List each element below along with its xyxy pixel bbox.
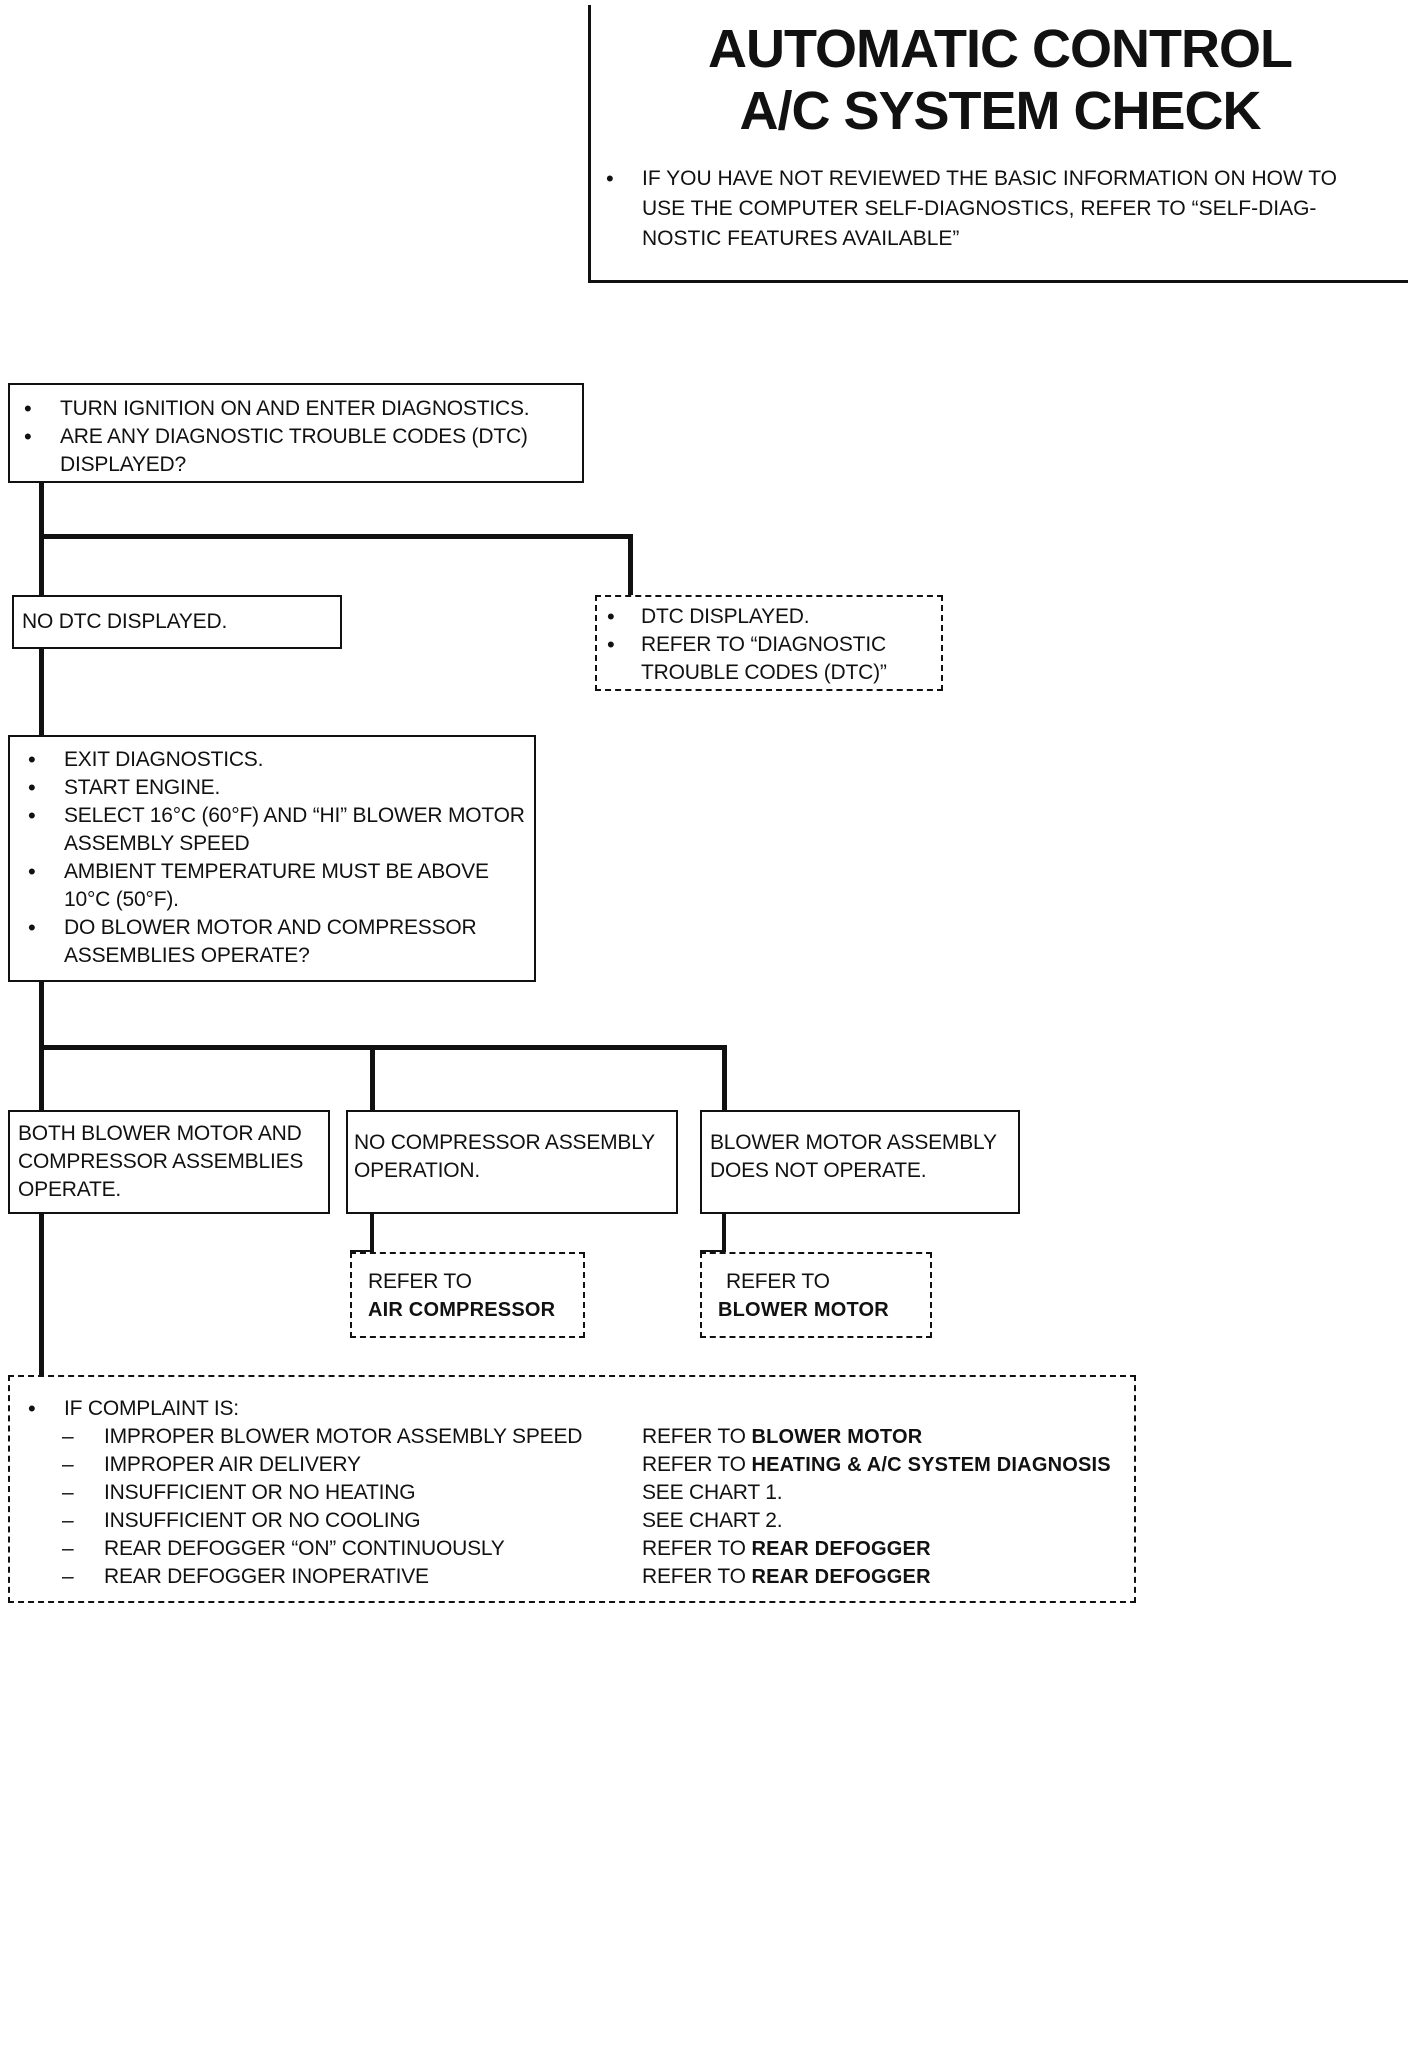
header-frame-bottom (588, 280, 1408, 283)
connector-step1-branch (39, 534, 633, 539)
connector-to-dtc (628, 534, 633, 597)
complaint-action: REFER TO HEATING & A/C SYSTEM DIAGNOSIS (642, 1453, 1111, 1476)
ref-air-compressor-box: REFER TO AIR COMPRESSOR (350, 1252, 585, 1338)
complaint-row: – INSUFFICIENT OR NO HEATING SEE CHART 1… (22, 1479, 1122, 1507)
complaint-text: INSUFFICIENT OR NO HEATING (104, 1481, 416, 1504)
header-title: AUTOMATIC CONTROL A/C SYSTEM CHECK (600, 18, 1400, 142)
no-dtc-box: NO DTC DISPLAYED. (12, 595, 342, 649)
complaint-row: – INSUFFICIENT OR NO COOLING SEE CHART 2… (22, 1507, 1122, 1535)
complaint-dash: – (62, 1453, 74, 1476)
both-operate-box: BOTH BLOWER MOTOR AND COMPRESSOR ASSEMBL… (8, 1110, 330, 1214)
step2-item: AMBIENT TEMPERATURE MUST BE ABOVE 10°C (… (22, 858, 526, 914)
step2-item: DO BLOWER MOTOR AND COMPRESSOR ASSEMBLIE… (22, 914, 526, 970)
dtc-displayed-box: DTC DISPLAYED. REFER TO “DIAGNOSTIC TROU… (595, 595, 943, 691)
connector-blower-ref (722, 1212, 726, 1254)
title-line-1: AUTOMATIC CONTROL (708, 19, 1293, 79)
ref-blower-motor-box: REFER TO BLOWER MOTOR (700, 1252, 932, 1338)
complaints-box: IF COMPLAINT IS: – IMPROPER BLOWER MOTOR… (8, 1375, 1136, 1603)
connector-to-blower-not (722, 1045, 727, 1115)
blower-not-operate-box: BLOWER MOTOR ASSEMBLY DOES NOT OPERATE. (700, 1110, 1020, 1214)
blower-not-operate-text: BLOWER MOTOR ASSEMBLY DOES NOT OPERATE. (710, 1131, 997, 1182)
no-compressor-box: NO COMPRESSOR ASSEMBLY OPERATION. (346, 1110, 678, 1214)
title-line-2: A/C SYSTEM CHECK (739, 81, 1261, 141)
ref-blower-motor-target: BLOWER MOTOR (718, 1299, 889, 1321)
no-compressor-text: NO COMPRESSOR ASSEMBLY OPERATION. (354, 1131, 655, 1182)
step2-item: SELECT 16°C (60°F) AND “HI” BLOWER MOTOR… (22, 802, 526, 858)
complaint-action: SEE CHART 2. (642, 1509, 783, 1532)
connector-nodtc-down (39, 648, 44, 738)
complaint-text: INSUFFICIENT OR NO COOLING (104, 1509, 421, 1532)
ref-air-compressor-prefix: REFER TO (368, 1270, 472, 1293)
complaint-dash: – (62, 1425, 74, 1448)
complaint-dash: – (62, 1537, 74, 1560)
complaint-text: IMPROPER AIR DELIVERY (104, 1453, 361, 1476)
complaint-text: REAR DEFOGGER “ON” CONTINUOUSLY (104, 1537, 505, 1560)
complaint-row: – REAR DEFOGGER INOPERATIVE REFER TO REA… (22, 1563, 1122, 1591)
connector-step2-branch (39, 1045, 727, 1050)
complaint-dash: – (62, 1481, 74, 1504)
header-note: IF YOU HAVE NOT REVIEWED THE BASIC INFOR… (600, 164, 1380, 254)
dtc-item: DTC DISPLAYED. (601, 603, 935, 631)
dtc-item: REFER TO “DIAGNOSTIC TROUBLE CODES (DTC)… (601, 631, 935, 687)
complaints-heading: IF COMPLAINT IS: (22, 1395, 1122, 1423)
step2-item: EXIT DIAGNOSTICS. (22, 746, 526, 774)
step1-box: TURN IGNITION ON AND ENTER DIAGNOSTICS. … (8, 383, 584, 483)
ref-blower-motor-prefix: REFER TO (726, 1270, 830, 1293)
complaint-text: IMPROPER BLOWER MOTOR ASSEMBLY SPEED (104, 1425, 583, 1448)
step2-box: EXIT DIAGNOSTICS. START ENGINE. SELECT 1… (8, 735, 536, 982)
connector-no-compressor-ref (370, 1212, 374, 1254)
complaint-dash: – (62, 1509, 74, 1532)
complaint-row: – IMPROPER AIR DELIVERY REFER TO HEATING… (22, 1451, 1122, 1479)
connector-both-down (39, 1212, 44, 1377)
complaint-action: REFER TO REAR DEFOGGER (642, 1537, 931, 1560)
connector-to-no-compressor (370, 1045, 375, 1115)
no-dtc-text: NO DTC DISPLAYED. (22, 610, 228, 633)
complaint-action: SEE CHART 1. (642, 1481, 783, 1504)
header-frame-left (588, 5, 591, 283)
complaint-dash: – (62, 1565, 74, 1588)
complaint-text: REAR DEFOGGER INOPERATIVE (104, 1565, 429, 1588)
ref-air-compressor-target: AIR COMPRESSOR (368, 1299, 556, 1321)
step1-item: ARE ANY DIAGNOSTIC TROUBLE CODES (DTC) D… (18, 423, 574, 479)
header-note-text: IF YOU HAVE NOT REVIEWED THE BASIC INFOR… (600, 164, 1380, 254)
complaint-action: REFER TO BLOWER MOTOR (642, 1425, 923, 1448)
complaint-action: REFER TO REAR DEFOGGER (642, 1565, 931, 1588)
complaint-row: – REAR DEFOGGER “ON” CONTINUOUSLY REFER … (22, 1535, 1122, 1563)
step2-item: START ENGINE. (22, 774, 526, 802)
complaint-row: – IMPROPER BLOWER MOTOR ASSEMBLY SPEED R… (22, 1423, 1122, 1451)
both-operate-text: BOTH BLOWER MOTOR AND COMPRESSOR ASSEMBL… (18, 1122, 304, 1201)
step1-item: TURN IGNITION ON AND ENTER DIAGNOSTICS. (18, 395, 574, 423)
